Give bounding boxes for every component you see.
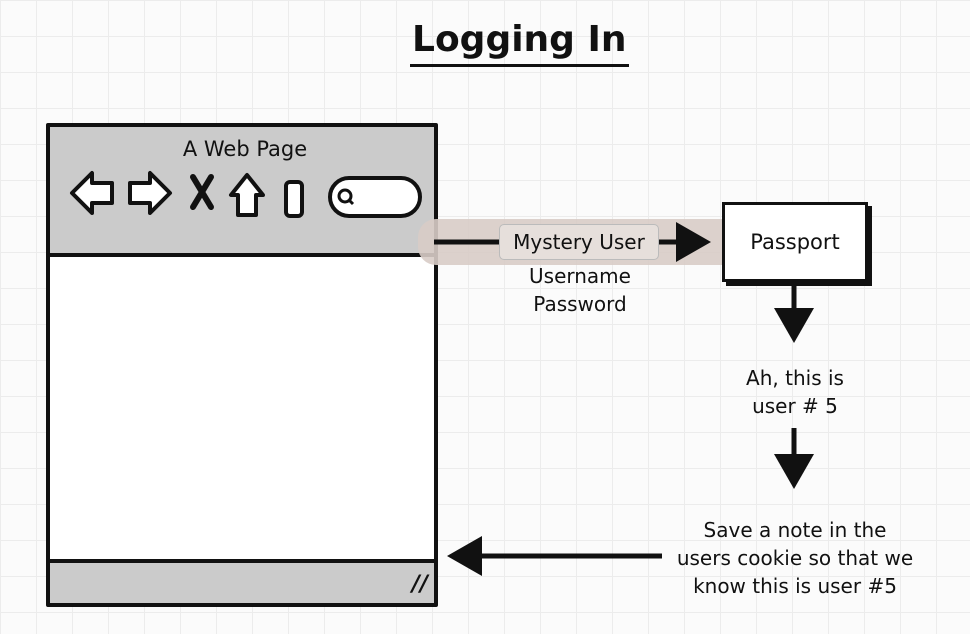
identify-line-1: Ah, this is <box>746 366 844 390</box>
browser-status-bar: // <box>50 559 434 603</box>
password-text: Password <box>533 292 627 316</box>
passport-box: Passport <box>722 202 868 282</box>
identify-user-text: Ah, this is user # 5 <box>720 364 870 420</box>
forward-arrow-icon <box>128 171 172 215</box>
save-cookie-note: Save a note in the users cookie so that … <box>660 516 930 600</box>
browser-window: A Web Page <box>46 123 438 607</box>
credentials-label: Username Password <box>505 262 655 318</box>
resize-grip-icon: // <box>411 572 428 597</box>
save-line-2: users cookie so that we <box>676 546 914 570</box>
identify-line-2: user # 5 <box>752 394 838 418</box>
browser-toolbar: A Web Page <box>50 127 434 257</box>
close-icon <box>190 174 214 210</box>
page-title-label: A Web Page <box>182 137 308 161</box>
passport-label: Passport <box>750 230 840 254</box>
username-text: Username <box>529 264 631 288</box>
home-icon <box>229 173 265 217</box>
mystery-user-label: Mystery User <box>499 224 659 260</box>
save-line-3: know this is user #5 <box>693 574 897 598</box>
page-icon <box>284 180 304 218</box>
back-arrow-icon <box>70 171 114 215</box>
diagram-title: Logging In <box>410 18 629 67</box>
search-icon <box>328 176 422 218</box>
save-line-1: Save a note in the <box>703 518 887 542</box>
